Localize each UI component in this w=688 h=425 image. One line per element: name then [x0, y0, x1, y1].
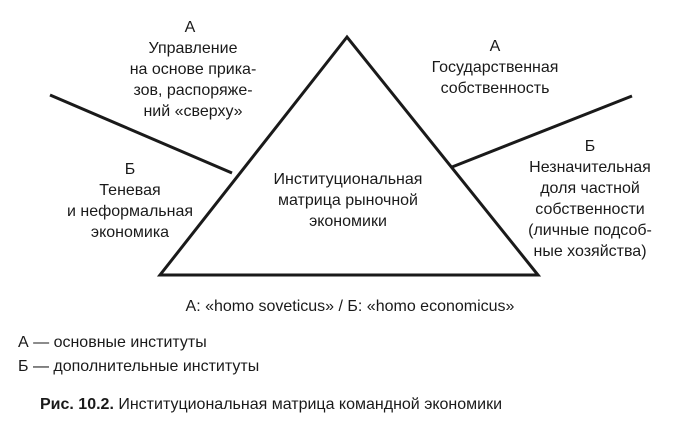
right-bottom-line: собственности [535, 201, 645, 218]
right-bottom-letter: Б [584, 138, 596, 155]
left-bottom-letter: Б [124, 161, 136, 178]
center-text: Институциональная матрица рыночной эконо… [248, 169, 448, 232]
figure-caption: Рис. 10.2. Институциональная матрица ком… [40, 396, 502, 414]
right-bottom-line: (личные подсоб- [528, 222, 652, 239]
right-bottom-line: ные хозяйства) [533, 243, 647, 260]
legend-item-b: Б — дополнительные институты [18, 358, 260, 375]
left-bottom-text: Теневая и неформальная экономика [50, 180, 210, 243]
right-top-letter: А [489, 38, 501, 55]
left-top-line: Управление [148, 40, 238, 57]
right-top-text: Государственная собственность [420, 57, 570, 99]
left-bottom-line: Теневая [99, 182, 161, 199]
left-bottom-line: и неформальная [66, 203, 194, 220]
center-line: матрица рыночной [277, 192, 418, 209]
right-divider-line [451, 94, 633, 169]
caption-prefix: Рис. 10.2. [40, 396, 114, 413]
homo-line: А: «homo soveticus» / Б: «homo economicu… [185, 298, 515, 315]
right-top-line: Государственная [431, 59, 559, 76]
legend-item-a: А — основные институты [18, 334, 207, 351]
left-top-line: ний «сверху» [143, 103, 243, 120]
right-top-line: собственность [440, 80, 550, 97]
left-top-text: Управление на основе прика- зов, распоря… [108, 38, 278, 122]
right-bottom-line: Незначительная [529, 159, 651, 176]
caption-text: Институциональная матрица командной экон… [118, 396, 503, 413]
left-top-letter: А [184, 19, 196, 36]
center-line: экономики [309, 213, 387, 230]
right-bottom-text: Незначительная доля частной собственност… [505, 157, 675, 262]
left-top-line: зов, распоряже- [133, 82, 253, 99]
center-line: Институциональная [273, 171, 423, 188]
left-top-line: на основе прика- [129, 61, 257, 78]
right-bottom-line: доля частной [540, 180, 640, 197]
triangle [156, 34, 542, 277]
left-bottom-line: экономика [90, 224, 170, 241]
left-divider-line [49, 93, 233, 175]
